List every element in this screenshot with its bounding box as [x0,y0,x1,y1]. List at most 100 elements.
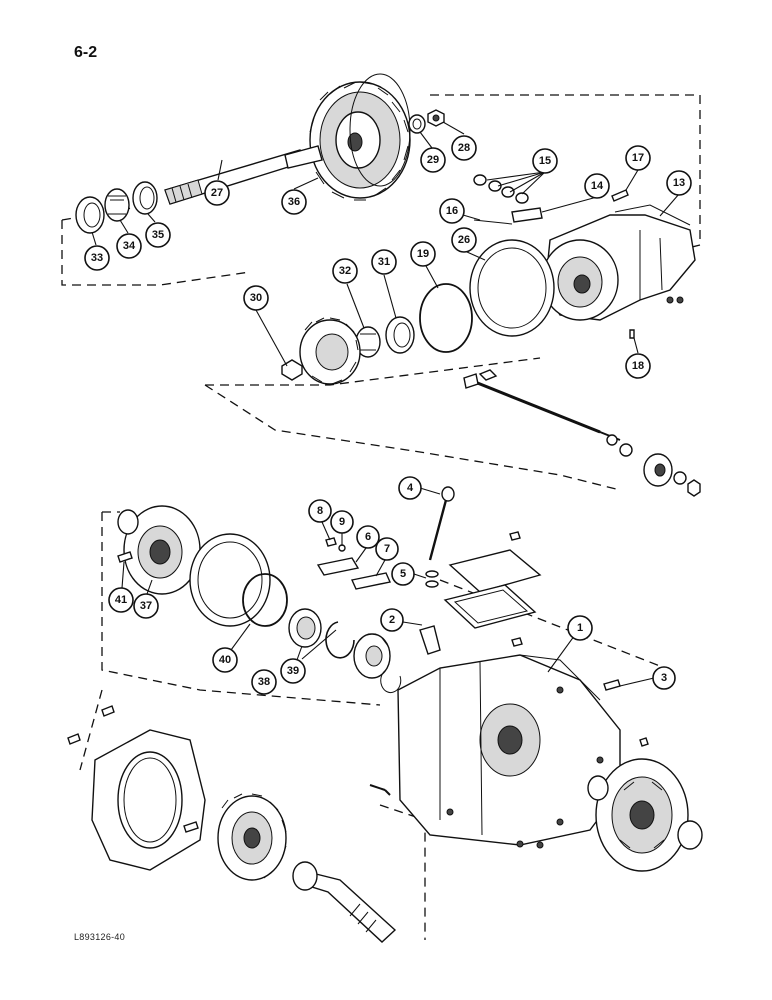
callout-38: 38 [251,669,277,695]
callout-label: 16 [446,205,458,217]
bevel-pinion-30 [281,317,361,385]
callout-label: 29 [427,154,439,166]
callout-label: 13 [673,177,685,189]
shaft-27 [164,145,323,205]
callout-37: 37 [133,593,159,619]
callout-label: 37 [140,600,152,612]
callout-label: 33 [91,252,103,264]
bearing-cup-33 [75,196,105,234]
gasket-lower [189,533,271,627]
main-housing-1 [397,654,621,846]
figure-code: L893126-40 [74,932,126,942]
callout-label: 31 [378,256,390,268]
callout-16: 16 [439,198,465,224]
callout-label: 35 [152,229,164,241]
dipstick-4 [428,486,455,561]
callout-18: 18 [625,353,651,379]
callout-label: 32 [339,265,351,277]
callout-31: 31 [371,249,397,275]
plate-7 [351,572,391,590]
o-rings-5 [425,570,439,588]
callout-label: 1 [577,622,583,634]
callout-4: 4 [398,476,422,500]
bolts-bell-housing [67,705,199,833]
callout-30: 30 [243,285,269,311]
callout-26: 26 [451,227,477,253]
bearing-cup-31 [385,316,415,354]
callout-label: 36 [288,196,300,208]
leader-lines [91,121,680,687]
callout-8: 8 [308,499,332,523]
callout-3: 3 [652,666,676,690]
washers-15 [473,174,529,204]
housing-13 [541,204,696,321]
callout-label: 34 [123,240,136,252]
callout-19: 19 [410,241,436,267]
callout-label: 14 [591,180,604,192]
callout-label: 38 [258,676,270,688]
bearing-cup-35 [132,181,158,215]
callout-6: 6 [356,525,380,549]
bearing-cone-34 [104,188,130,222]
callout-label: 4 [407,482,414,494]
callout-label: 9 [339,516,345,528]
callout-label: 19 [417,248,429,260]
callout-14: 14 [584,173,610,199]
clutch-disc [587,758,703,872]
callout-2: 2 [380,608,404,632]
housing-cover-plate [443,549,542,629]
callout-1: 1 [567,615,593,641]
large-gear-36 [309,73,411,201]
callout-36: 36 [281,189,307,215]
callout-7: 7 [375,537,399,561]
callout-label: 2 [389,614,395,626]
callout-35: 35 [145,222,171,248]
callout-17: 17 [625,145,651,171]
sleeve-14 [511,207,543,223]
callout-15: 15 [532,148,558,174]
callout-label: 8 [317,505,323,517]
bevel-gear-lower [353,633,402,693]
callout-label: 6 [365,531,371,543]
callout-33: 33 [84,245,110,271]
o-ring-19 [419,283,473,353]
screw-17 [611,189,629,202]
callout-40: 40 [212,647,238,673]
o-ring-40 [242,573,288,627]
callout-28: 28 [451,135,477,161]
callout-39: 39 [280,658,306,684]
cover-37 [117,505,201,595]
pin-3 [603,679,621,691]
washer-29 [408,114,426,134]
callout-label: 27 [211,187,223,199]
rod-assembly [463,369,701,497]
callout-label: 28 [458,142,470,154]
callout-label: 39 [287,665,299,677]
callout-label: 18 [632,360,644,372]
plate-6 [316,557,360,576]
callout-label: 7 [384,543,390,555]
small-bolts-lower [369,531,649,849]
page-number: 6-2 [74,44,98,61]
output-shaft [292,861,397,943]
callout-29: 29 [420,147,446,173]
callout-label: 30 [250,292,262,304]
callout-label: 3 [661,672,667,684]
middle-assembly-boundary [204,357,621,491]
upper-assembly-boundary [61,94,701,286]
callout-label: 15 [539,155,551,167]
callout-13: 13 [666,170,692,196]
callout-label: 41 [115,594,127,606]
gasket-26 [469,239,555,337]
nut-28 [427,109,445,127]
callout-32: 32 [332,258,358,284]
pin-16 [473,219,513,225]
callout-34: 34 [116,233,142,259]
callout-41: 41 [108,587,134,613]
bolt-41 [117,551,133,563]
callout-label: 26 [458,234,470,246]
callout-9: 9 [330,510,354,534]
callout-label: 40 [219,654,231,666]
callout-label: 5 [400,568,406,580]
